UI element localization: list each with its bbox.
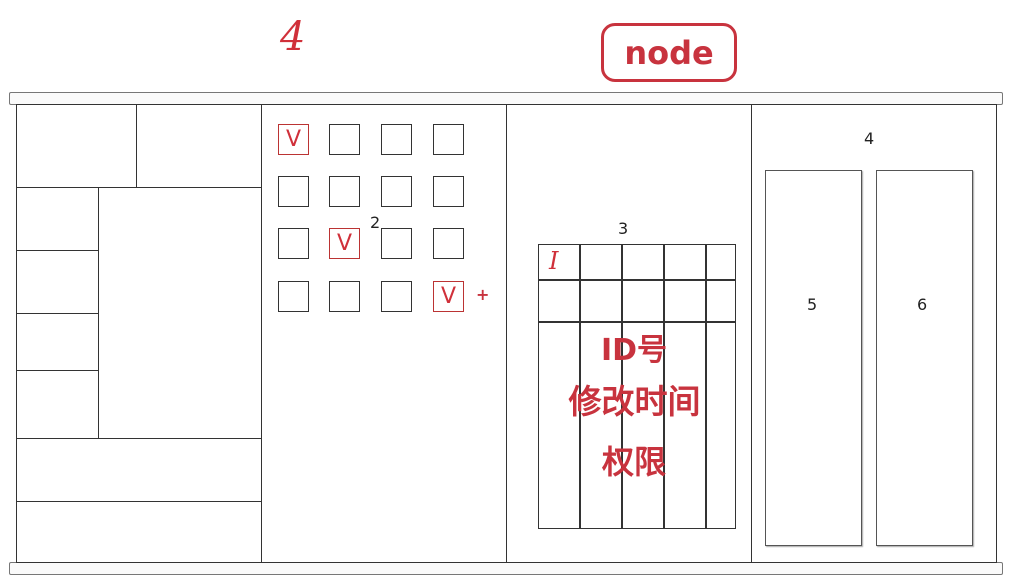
layout-cell <box>16 104 137 188</box>
table-col-divider <box>705 245 707 528</box>
table-col-divider <box>579 245 581 528</box>
node-badge: node <box>601 23 737 82</box>
table-row-divider <box>539 279 735 281</box>
checkbox[interactable] <box>329 176 360 207</box>
panel-4-label: 4 <box>864 129 875 148</box>
checkbox-checked[interactable]: V <box>278 124 309 155</box>
layout-cell <box>16 438 262 502</box>
layout-cell <box>16 187 99 251</box>
table-col-divider <box>663 245 665 528</box>
node-badge-label: node <box>624 33 714 72</box>
checkbox[interactable] <box>381 176 412 207</box>
checkbox[interactable] <box>329 281 360 312</box>
checkbox[interactable] <box>381 124 412 155</box>
checkbox[interactable] <box>278 228 309 259</box>
handwritten-number-annotation: 4 <box>280 14 306 60</box>
field-table: I <box>538 244 736 529</box>
panel-3-label: 3 <box>618 219 629 238</box>
panel-2-label: 2 <box>370 213 381 232</box>
checkbox[interactable] <box>381 281 412 312</box>
checkbox[interactable] <box>381 228 412 259</box>
layout-cell <box>136 104 262 188</box>
layout-cell <box>16 313 99 371</box>
panel-1-layout <box>16 104 262 563</box>
table-col-divider <box>621 245 623 528</box>
checkbox[interactable] <box>278 176 309 207</box>
layout-cell <box>16 501 262 563</box>
column-box-6-label: 6 <box>917 295 928 314</box>
panel-2-checkbox-grid: V V V 2 + <box>261 104 507 563</box>
check-mark: V <box>285 127 302 152</box>
table-row-divider <box>539 321 735 323</box>
check-mark: V <box>336 231 353 256</box>
field-permission-label: 权限 <box>601 443 666 481</box>
plus-annotation: + <box>476 285 490 304</box>
layout-cell <box>16 250 99 314</box>
layout-cell <box>98 187 262 439</box>
checkbox[interactable] <box>433 176 464 207</box>
field-modified-time-label: 修改时间 <box>568 382 701 421</box>
checkbox[interactable] <box>278 281 309 312</box>
check-mark: V <box>440 284 457 309</box>
checkbox-checked[interactable]: V <box>329 228 360 259</box>
checkbox[interactable] <box>433 124 464 155</box>
column-box-6: 6 <box>876 170 973 546</box>
bottom-rail <box>9 562 1003 575</box>
checkbox[interactable] <box>433 228 464 259</box>
table-marker: I <box>549 247 559 275</box>
layout-cell <box>16 370 99 439</box>
column-box-5: 5 <box>765 170 862 546</box>
checkbox[interactable] <box>329 124 360 155</box>
checkbox-checked[interactable]: V <box>433 281 464 312</box>
panel-4-columns: 4 5 6 <box>751 104 997 563</box>
column-box-5-label: 5 <box>807 295 818 314</box>
panel-3-table-panel: 3 I ID号 修改时间 权限 <box>506 104 752 563</box>
field-id-label: ID号 <box>600 333 668 368</box>
